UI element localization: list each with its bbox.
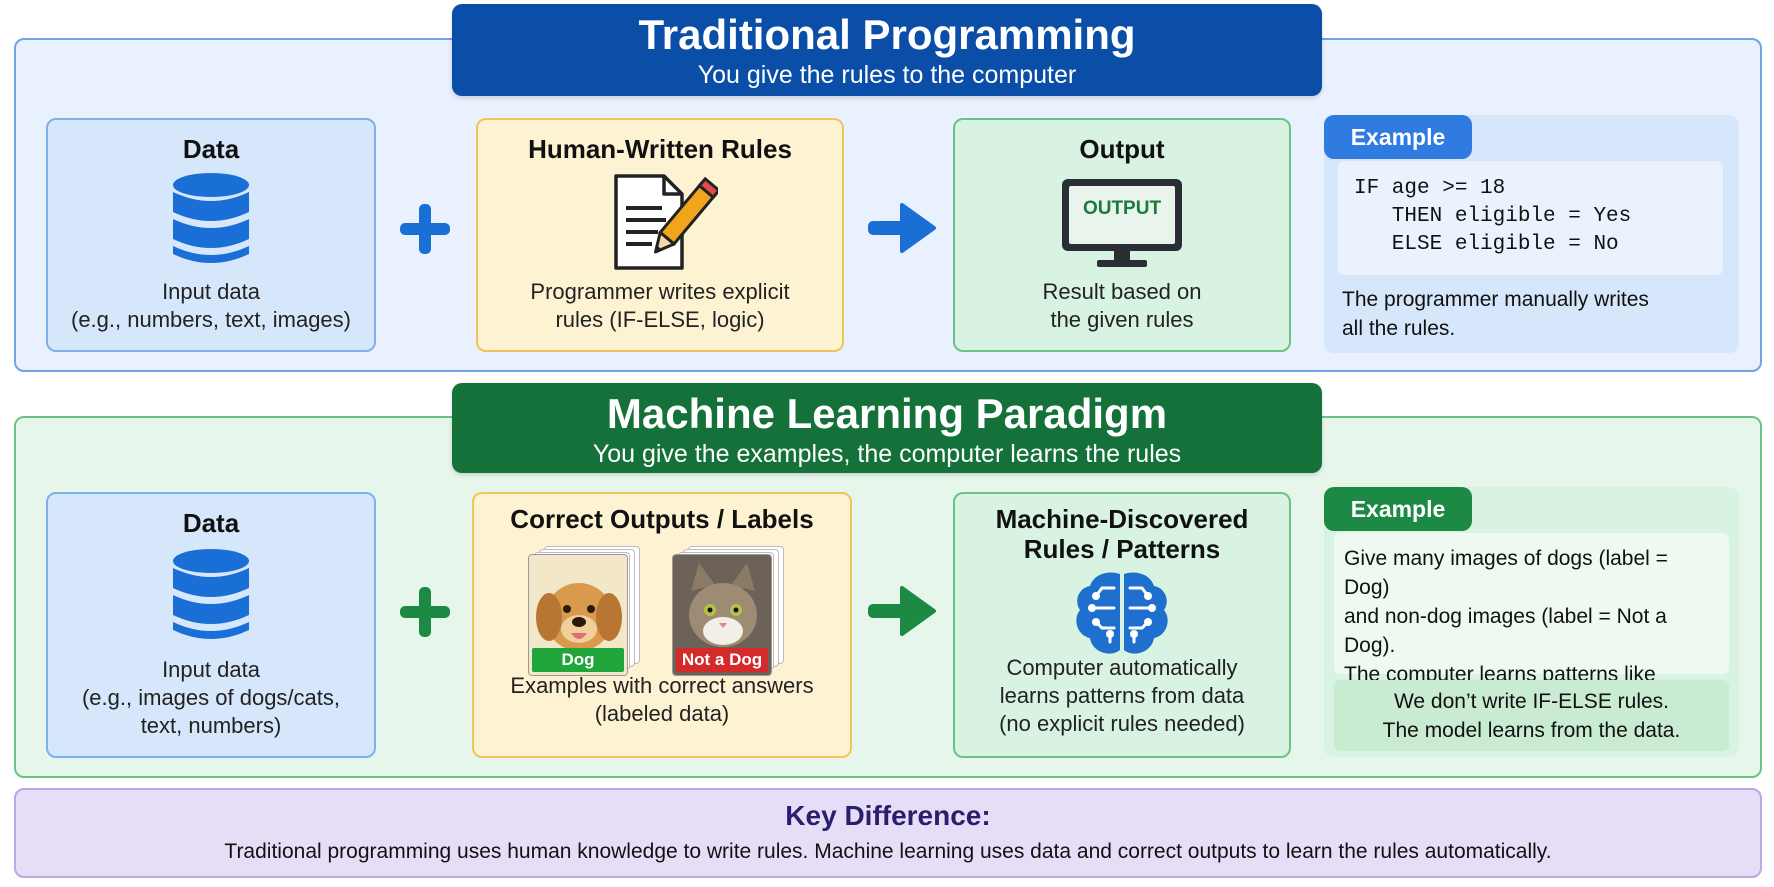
brain-circuit-icon [1070,568,1174,665]
correct-labels-text: Examples with correct answers (labeled d… [510,673,814,726]
traditional-example-text: The programmer manually writes all the r… [1342,288,1649,340]
arrow-right-icon [866,200,938,261]
output-text: Result based on the given rules [1042,279,1202,332]
ml-example-text: Give many images of dogs (label = Dog) a… [1334,533,1729,715]
machine-patterns-title: Machine-Discovered Rules / Patterns [995,504,1249,564]
ml-example-tab: Example [1324,487,1472,531]
traditional-example-panel: Example IF age >= 18 THEN eligible = Yes… [1324,115,1739,353]
monitor-icon: OUTPUT [1059,176,1185,270]
cat-photo: Not a Dog [672,554,772,676]
traditional-example-code: IF age >= 18 THEN eligible = Yes ELSE el… [1338,161,1723,275]
dog-label: Dog [532,648,624,672]
arrow-right-icon [866,583,938,644]
ml-data-title: Data [182,508,240,538]
database-icon [171,172,251,273]
traditional-data-card: Data Input data (e.g., numbers, text, im… [46,118,376,352]
dog-photo: Dog [528,554,628,676]
plus-icon [398,585,452,644]
correct-labels-title: Correct Outputs / Labels [510,504,814,534]
not-dog-label: Not a Dog [676,648,768,672]
ml-banner: Machine Learning Paradigm You give the e… [452,383,1322,473]
correct-labels-card: Correct Outputs / Labels Dog [472,492,852,758]
output-card: Output OUTPUT Result based on the given … [953,118,1291,352]
human-rules-card: Human-Written Rules Programmer writes ex… [476,118,844,352]
ml-title: Machine Learning Paradigm [606,390,1168,437]
document-pencil-icon [602,172,722,277]
ml-example-note: We don’t write IF-ELSE rules. The model … [1334,680,1729,751]
ml-data-card: Data Input data (e.g., images of dogs/ca… [46,492,376,758]
machine-patterns-text: Computer automatically learns patterns f… [999,655,1245,736]
cat-photo-stack: Not a Dog [672,546,790,684]
traditional-title: Traditional Programming [638,11,1136,58]
key-difference-section: Key Difference: Traditional programming … [14,788,1762,878]
traditional-example-tab: Example [1324,115,1472,159]
key-difference-text: Traditional programming uses human knowl… [224,840,1552,863]
plus-icon [398,202,452,261]
ml-example-panel: Example Give many images of dogs (label … [1324,487,1739,757]
ml-subtitle: You give the examples, the computer lear… [592,440,1182,468]
machine-patterns-card: Machine-Discovered Rules / Patterns Comp… [953,492,1291,758]
dog-photo-stack: Dog [528,546,646,684]
key-difference-title: Key Difference: [785,800,991,831]
traditional-subtitle: You give the rules to the computer [697,61,1077,89]
traditional-banner: Traditional Programming You give the rul… [452,4,1322,96]
traditional-data-text: Input data (e.g., numbers, text, images) [71,279,351,332]
human-rules-title: Human-Written Rules [528,134,792,164]
human-rules-text: Programmer writes explicit rules (IF-ELS… [530,279,790,332]
output-screen-label: OUTPUT [1082,198,1162,219]
database-icon [171,548,251,649]
traditional-data-title: Data [182,134,240,164]
ml-data-text: Input data (e.g., images of dogs/cats, t… [81,657,341,738]
output-title: Output [1079,134,1165,164]
